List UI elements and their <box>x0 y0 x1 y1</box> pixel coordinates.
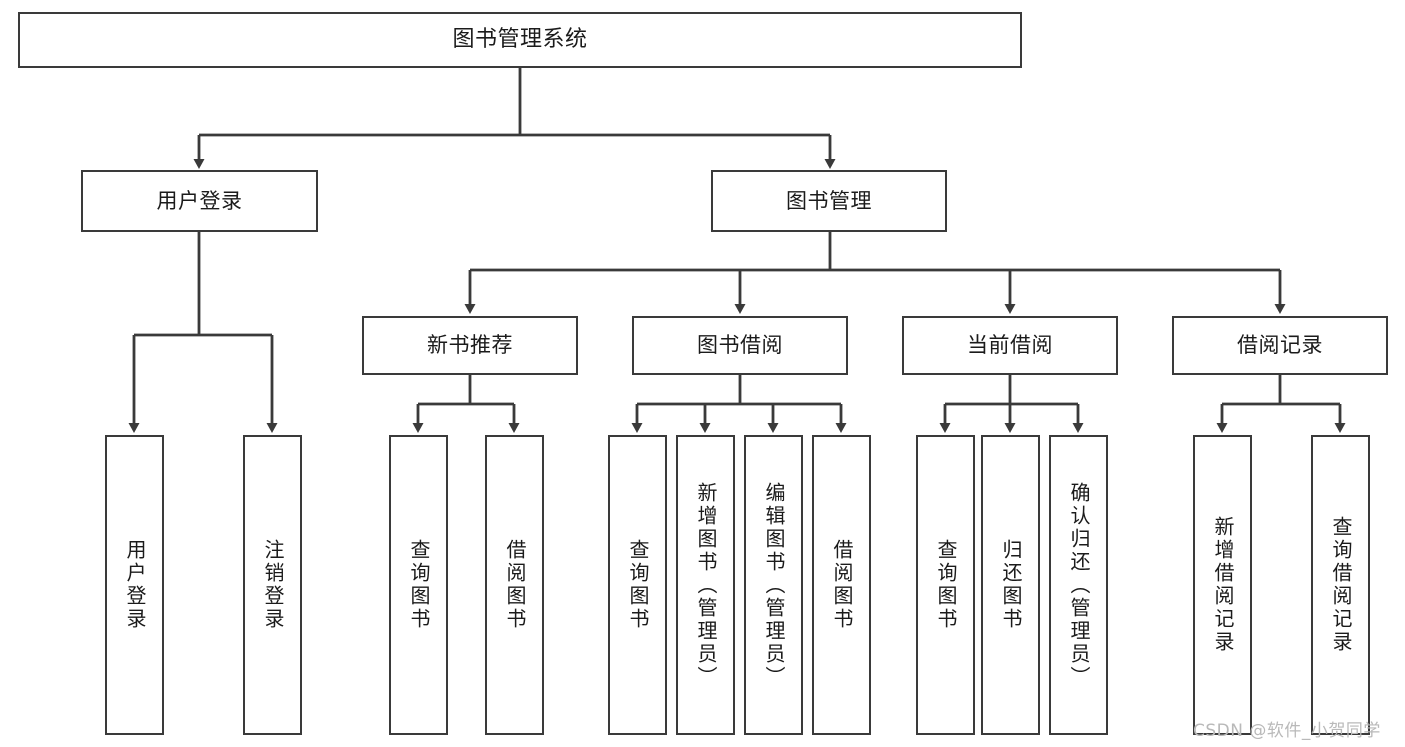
node-leaf-confirm-return-admin[interactable]: 确认归还（管理员） <box>1049 435 1108 735</box>
node-leaf-query-book-recommend[interactable]: 查询图书 <box>389 435 448 735</box>
watermark-csdn: CSDN @软件_小贺同学 <box>1193 721 1381 741</box>
node-book-management[interactable]: 图书管理 <box>711 170 947 232</box>
node-current-borrow[interactable]: 当前借阅 <box>902 316 1118 375</box>
node-label: 图书借阅 <box>697 333 783 358</box>
node-label: 图书管理系统 <box>452 27 588 53</box>
node-leaf-borrow-book[interactable]: 借阅图书 <box>812 435 871 735</box>
node-label: 编辑图书（管理员） <box>762 481 786 689</box>
node-label: 借阅图书 <box>503 539 527 631</box>
node-leaf-query-book-borrow[interactable]: 查询图书 <box>608 435 667 735</box>
node-label: 用户登录 <box>123 539 147 631</box>
node-label: 图书管理 <box>786 188 872 213</box>
node-root-book-management-system[interactable]: 图书管理系统 <box>18 12 1022 68</box>
node-leaf-add-borrow-record[interactable]: 新增借阅记录 <box>1193 435 1252 735</box>
node-leaf-return-book[interactable]: 归还图书 <box>981 435 1040 735</box>
node-leaf-edit-book-admin[interactable]: 编辑图书（管理员） <box>744 435 803 735</box>
node-borrow-record[interactable]: 借阅记录 <box>1172 316 1388 375</box>
node-leaf-logout[interactable]: 注销登录 <box>243 435 302 735</box>
node-label: 借阅图书 <box>830 539 854 631</box>
node-label: 注销登录 <box>261 539 285 631</box>
node-label: 查询图书 <box>626 539 650 631</box>
node-label: 归还图书 <box>999 539 1023 631</box>
node-label: 新书推荐 <box>427 333 513 358</box>
node-new-book-recommend[interactable]: 新书推荐 <box>362 316 578 375</box>
node-label: 用户登录 <box>156 188 243 213</box>
node-label: 借阅记录 <box>1237 333 1323 358</box>
node-book-borrow[interactable]: 图书借阅 <box>632 316 848 375</box>
node-label: 查询借阅记录 <box>1329 516 1353 654</box>
node-leaf-user-login[interactable]: 用户登录 <box>105 435 164 735</box>
node-label: 确认归还（管理员） <box>1067 481 1091 689</box>
node-label: 新增图书（管理员） <box>694 481 718 689</box>
node-leaf-borrow-book-recommend[interactable]: 借阅图书 <box>485 435 544 735</box>
node-leaf-add-book-admin[interactable]: 新增图书（管理员） <box>676 435 735 735</box>
node-user-login[interactable]: 用户登录 <box>81 170 318 232</box>
node-leaf-query-borrow-record[interactable]: 查询借阅记录 <box>1311 435 1370 735</box>
node-label: 当前借阅 <box>967 333 1053 358</box>
node-leaf-query-book-current[interactable]: 查询图书 <box>916 435 975 735</box>
node-label: 新增借阅记录 <box>1211 516 1235 654</box>
node-label: 查询图书 <box>407 539 431 631</box>
node-label: 查询图书 <box>934 539 958 631</box>
